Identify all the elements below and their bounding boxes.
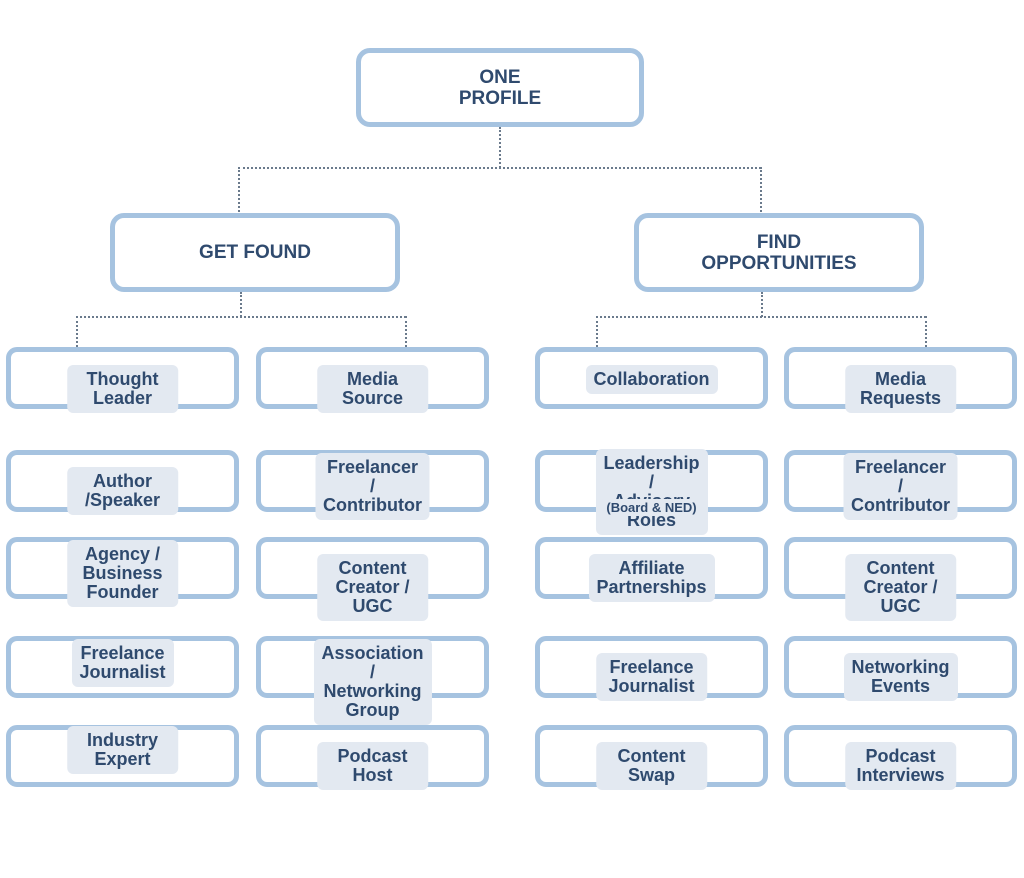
leaf-label: Content Creator / UGC (844, 554, 957, 621)
connector-get-found-down (240, 292, 242, 317)
connector-find-opps-horizontal (596, 316, 926, 318)
connector-to-get-found (238, 167, 240, 215)
leaf-label: Leadership / Advisory Roles (595, 449, 708, 535)
leaf-node: Author /Speaker (6, 450, 239, 515)
leaf-node: Freelancer / Contributor (256, 450, 489, 520)
leaf-label: Thought Leader (66, 365, 179, 413)
root-label: ONE PROFILE (458, 66, 542, 109)
leaf-node: Podcast Host (256, 725, 489, 790)
leaf-label: Association / Networking Group (313, 639, 432, 725)
leaf-label: Agency / Business Founder (66, 540, 179, 607)
leaf-label: Freelancer / Contributor (315, 453, 430, 520)
leaf-node: Freelancer / Contributor (784, 450, 1017, 520)
leaf-node: Agency / Business Founder (6, 537, 239, 607)
leaf-label: Freelance Journalist (71, 639, 174, 687)
leaf-label: Industry Expert (66, 726, 179, 774)
leaf-node: Freelance Journalist (6, 636, 239, 698)
leaf-node: Content Creator / UGC (784, 537, 1017, 621)
branch-find-opportunities: FIND OPPORTUNITIES (634, 213, 924, 292)
leaf-node: Industry Expert (6, 725, 239, 787)
leaf-node: Content Swap (535, 725, 768, 790)
leaf-node: Affiliate Partnerships (535, 537, 768, 602)
connector-get-found-horizontal (76, 316, 406, 318)
branch-label: GET FOUND (199, 242, 311, 263)
connector-right-col2 (925, 316, 927, 347)
leaf-node: Association / Networking Group (256, 636, 489, 725)
root-node: ONE PROFILE (356, 48, 644, 127)
branch-label: FIND OPPORTUNITIES (701, 231, 857, 274)
leaf-label: Freelance Journalist (595, 653, 708, 701)
leaf-label: Collaboration (585, 365, 718, 394)
leaf-node: Leadership / Advisory Roles(Board & NED) (535, 449, 768, 535)
leaf-label: Content Creator / UGC (316, 554, 429, 621)
leaf-node: Freelance Journalist (535, 636, 768, 701)
leaf-node: Networking Events (784, 636, 1017, 701)
leaf-label: Freelancer / Contributor (843, 453, 958, 520)
leaf-label: Media Requests (844, 365, 957, 413)
connector-find-opps-down (761, 292, 763, 317)
branch-get-found: GET FOUND (110, 213, 400, 292)
leaf-label: Author /Speaker (66, 467, 179, 515)
connector-left-col1 (76, 316, 78, 347)
leaf-node: Collaboration (535, 347, 768, 409)
leaf-node: Media Source (256, 347, 489, 413)
leaf-node: Podcast Interviews (784, 725, 1017, 790)
leaf-label: Media Source (316, 365, 429, 413)
leaf-label: Networking Events (843, 653, 958, 701)
leaf-node: Thought Leader (6, 347, 239, 413)
leaf-node: Content Creator / UGC (256, 537, 489, 621)
connector-left-col2 (405, 316, 407, 347)
connector-to-find-opportunities (760, 167, 762, 215)
connector-root-down (499, 127, 501, 168)
connector-right-col1 (596, 316, 598, 347)
leaf-label: Podcast Interviews (844, 742, 957, 790)
leaf-label: Podcast Host (316, 742, 429, 790)
connector-root-horizontal (238, 167, 761, 169)
leadership-note: (Board & NED) (599, 499, 704, 516)
leaf-label: Affiliate Partnerships (588, 554, 715, 602)
leaf-label: Content Swap (595, 742, 708, 790)
leaf-node: Media Requests (784, 347, 1017, 413)
